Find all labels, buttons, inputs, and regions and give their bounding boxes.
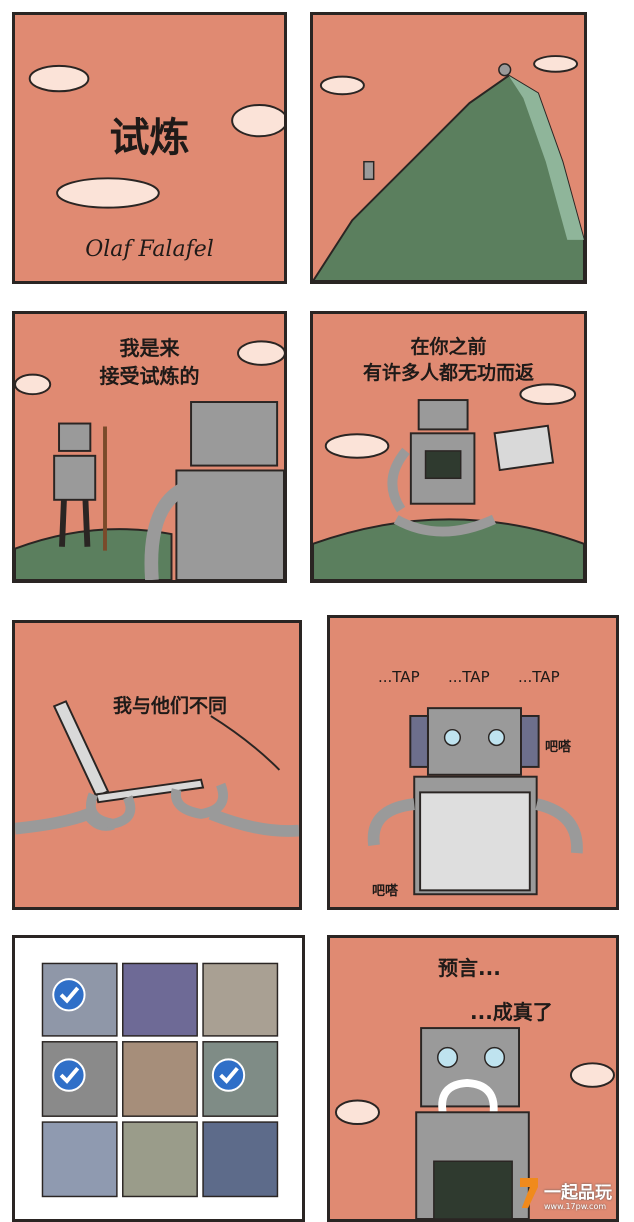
laptop-illustration (15, 700, 299, 837)
panel-typing: ...TAP ...TAP ...TAP 吧嗒 吧嗒 (327, 615, 619, 910)
watermark-url: www.17pw.com (544, 1202, 607, 1211)
speech-line-1: 预言... (438, 956, 501, 980)
robot-arrives-illustration (15, 340, 284, 580)
speech-line-1: 在你之前 (410, 336, 487, 358)
panel-robot-arrives: 我是来 接受试炼的 (12, 311, 287, 583)
checkmark-icon (211, 1058, 246, 1092)
sound-effect-1: 吧嗒 (545, 740, 572, 755)
mountain-illustration (313, 55, 584, 281)
author-signature: Olaf Falafel (85, 237, 214, 262)
panel-title: 试炼 Olaf Falafel (12, 12, 287, 284)
panel-laptop: 我与他们不同 (12, 620, 302, 910)
tap-text-2: ...TAP (448, 668, 490, 686)
panel-captcha (12, 935, 305, 1222)
watermark: 一起品玩 www.17pw.com (520, 1176, 630, 1220)
panel-guru: 在你之前 有许多人都无功而返 (310, 311, 587, 583)
checkmark-icon (52, 978, 86, 1012)
speech-line-1: 我是来 (119, 336, 180, 360)
sound-effect-2: 吧嗒 (372, 884, 399, 899)
typing-robot-illustration (367, 707, 583, 896)
comic-title: 试炼 (109, 115, 190, 161)
tap-text-3: ...TAP (518, 668, 560, 686)
tap-text-1: ...TAP (378, 668, 420, 686)
checkmark-icon (52, 1058, 86, 1092)
speech-line-2: 接受试炼的 (99, 364, 200, 388)
speech-line-2: ...成真了 (470, 1000, 553, 1024)
watermark-brand: 一起品玩 (544, 1183, 612, 1203)
speech-text: 我与他们不同 (113, 695, 228, 717)
captcha-grid-illustration (41, 962, 279, 1198)
speech-line-2: 有许多人都无功而返 (362, 362, 534, 384)
prophecy-robot-illustration (334, 1027, 615, 1219)
watermark-logo-icon (520, 1178, 538, 1208)
panel-mountain (310, 12, 587, 284)
clouds-illustration (28, 64, 284, 209)
guru-robot-illustration (313, 383, 584, 580)
panel-prophecy: 预言... ...成真了 (327, 935, 619, 1222)
